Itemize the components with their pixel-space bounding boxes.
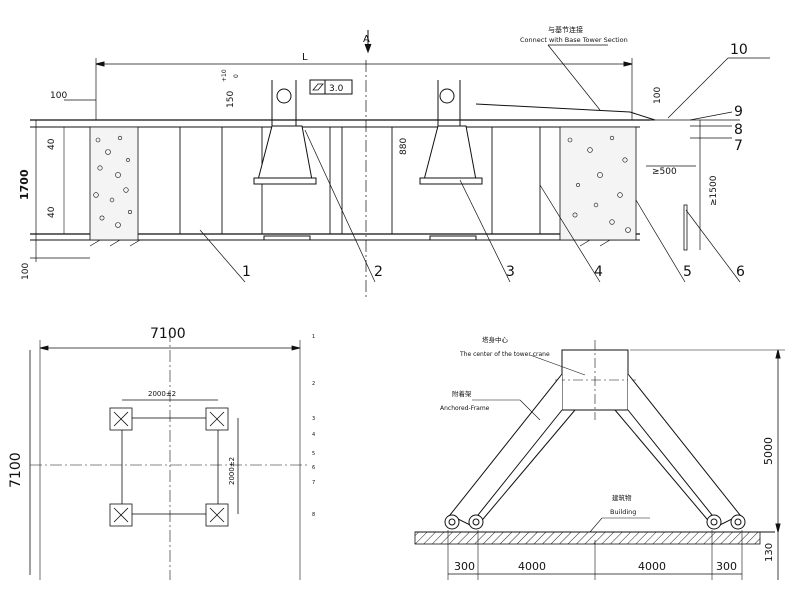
foundation-elevation	[30, 30, 770, 300]
anchor-bolt-left	[253, 80, 317, 241]
bolt-plates	[109, 407, 229, 527]
anchor-bottom-dims: 300 4000 4000 300	[454, 560, 737, 573]
tower-center-cn: 塔身中心	[482, 335, 509, 344]
dim-left-100: 100	[50, 91, 67, 101]
svg-text:4: 4	[312, 432, 315, 438]
section-mark-label: A	[363, 34, 370, 45]
tolerance-plus: +10	[221, 69, 228, 82]
dim-top-40: 40	[47, 138, 57, 150]
dim-bottom-300-left: 300	[454, 560, 475, 573]
svg-text:6: 6	[312, 465, 315, 471]
strut-left	[449, 373, 563, 526]
building-hatch	[414, 531, 761, 545]
gravel-fill-left	[89, 126, 139, 241]
callout-10: 10	[730, 42, 748, 58]
anchor-bolt-right	[419, 80, 483, 241]
dim-base-130: 130	[764, 543, 775, 562]
svg-text:7: 7	[312, 480, 315, 486]
tower-center-en: The center of the tower crane	[459, 351, 550, 358]
anchored-frame-drawing	[414, 340, 785, 580]
callout-labels: 1 2 3 4 5 6 7 8 9 10	[242, 42, 748, 280]
flatness-box	[309, 79, 353, 95]
plan-height-label: 7100	[8, 452, 24, 488]
tolerance-minus: 0	[233, 74, 240, 78]
flatness-value: 3.0	[329, 84, 344, 94]
dim-base-100: 100	[21, 263, 31, 280]
anchored-frame-cn: 附着架	[452, 389, 472, 398]
dim-height-5000: 5000	[762, 437, 775, 465]
callout-8: 8	[734, 122, 743, 138]
building-cn: 建筑物	[612, 493, 632, 502]
dim-depth-880: 880	[399, 138, 409, 155]
anchored-frame-en: Anchored-Frame	[440, 405, 490, 412]
foundation-plan	[29, 330, 310, 580]
svg-text:3: 3	[312, 416, 315, 422]
rebar-group	[179, 127, 541, 234]
dim-ge-500: ≥500	[652, 167, 677, 177]
callout-1: 1	[242, 264, 251, 280]
svg-text:5: 5	[312, 451, 315, 457]
gravel-fill-right	[559, 126, 637, 241]
callout-9: 9	[734, 104, 743, 120]
dim-bottom-4000-left: 4000	[518, 560, 546, 573]
dim-height-1700: 1700	[18, 169, 31, 200]
callout-6: 6	[736, 264, 745, 280]
connect-note-en: Connect with Base Tower Section	[520, 36, 628, 44]
plan-inner-height: 2000±2	[228, 457, 236, 485]
plan-inner-width: 2000±2	[148, 390, 176, 398]
dim-bottom-300-right: 300	[716, 560, 737, 573]
callout-7: 7	[734, 138, 743, 154]
strut-right	[627, 373, 741, 526]
dim-bottom-4000-right: 4000	[638, 560, 666, 573]
connect-note-cn: 与基节连接	[548, 25, 583, 34]
svg-text:2: 2	[312, 381, 315, 387]
svg-text:8: 8	[312, 512, 315, 518]
dim-right-100: 100	[653, 87, 663, 104]
dim-bottom-40: 40	[47, 206, 57, 218]
plan-side-marks: 1 2 3 4 5 6 7 8	[312, 334, 315, 518]
building-en: Building	[610, 508, 636, 516]
callout-5: 5	[683, 264, 692, 280]
callout-2: 2	[374, 264, 383, 280]
bolt-square	[121, 417, 219, 515]
section-arrow-head	[364, 43, 372, 54]
tolerance-label: 150	[226, 91, 236, 108]
plan-width-label: 7100	[150, 326, 186, 342]
svg-text:1: 1	[312, 334, 315, 340]
dim-ge-1500: ≥1500	[709, 175, 719, 206]
callout-3: 3	[506, 264, 515, 280]
callout-4: 4	[594, 264, 603, 280]
connect-plate	[475, 103, 656, 121]
length-label: L	[302, 52, 308, 63]
